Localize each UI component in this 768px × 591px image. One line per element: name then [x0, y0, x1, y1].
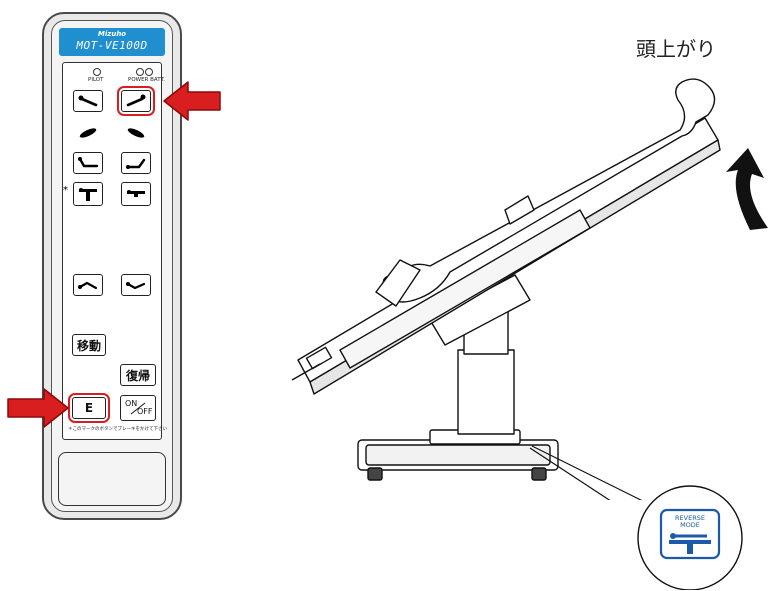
head-down-icon — [78, 95, 98, 107]
restore-button[interactable]: 復帰 — [120, 364, 156, 386]
back-up-button[interactable] — [121, 152, 151, 174]
brake-off-icon — [127, 190, 145, 197]
badge-line2: MODE — [680, 521, 700, 529]
reverse-mode-callout — [637, 485, 743, 590]
head-up-icon — [126, 94, 146, 107]
move-button[interactable]: 移動 — [72, 334, 106, 356]
brake-asterisk: * — [63, 185, 68, 196]
red-arrow-e-icon — [6, 387, 70, 429]
remote-bottom-panel — [58, 452, 166, 506]
brand-bar: Mizuho MOT-VE100D — [59, 28, 165, 56]
operating-table-illustration — [291, 78, 768, 500]
brake-footnote: ＊このマークのボタンでブレーキをかけて下さい — [68, 427, 167, 432]
back-down-button[interactable] — [73, 152, 103, 174]
tilt-right-button[interactable] — [121, 122, 151, 144]
tilt-left-button[interactable] — [73, 122, 103, 144]
leg-down-button[interactable] — [121, 274, 151, 296]
batt-led-icon — [145, 68, 153, 76]
reverse-mode-badge-text: REVERSE MODE — [660, 515, 720, 529]
red-arrow-head-up-icon — [162, 80, 222, 122]
pilot-led-icon — [93, 68, 101, 76]
onoff-on-label: ON — [125, 399, 138, 408]
back-down-icon — [78, 157, 99, 168]
leg-up-icon — [78, 281, 98, 290]
tilt-right-icon — [127, 127, 145, 138]
e-button[interactable]: E — [68, 393, 110, 423]
slash-icon — [130, 402, 146, 415]
back-up-icon — [126, 158, 146, 169]
brake-off-button[interactable] — [121, 182, 151, 206]
tilt-left-icon — [79, 127, 97, 138]
head-up-button[interactable] — [117, 86, 155, 116]
model-name: MOT-VE100D — [76, 39, 148, 52]
brake-on-button[interactable] — [73, 182, 103, 206]
badge-line1: REVERSE — [675, 514, 705, 522]
onoff-off-label: OFF — [137, 407, 153, 416]
power-led-icon — [136, 68, 144, 76]
brand-logo: Mizuho — [97, 30, 127, 38]
power-batt-label: POWER BATT. — [128, 77, 165, 83]
pilot-label: PILOT — [88, 77, 104, 83]
onoff-button[interactable]: ON OFF — [120, 395, 156, 421]
leg-up-button[interactable] — [73, 274, 103, 296]
brake-on-icon — [79, 188, 97, 201]
head-down-button[interactable] — [73, 90, 103, 112]
leg-down-icon — [126, 282, 146, 290]
caption-head-up: 頭上がり — [636, 37, 716, 61]
